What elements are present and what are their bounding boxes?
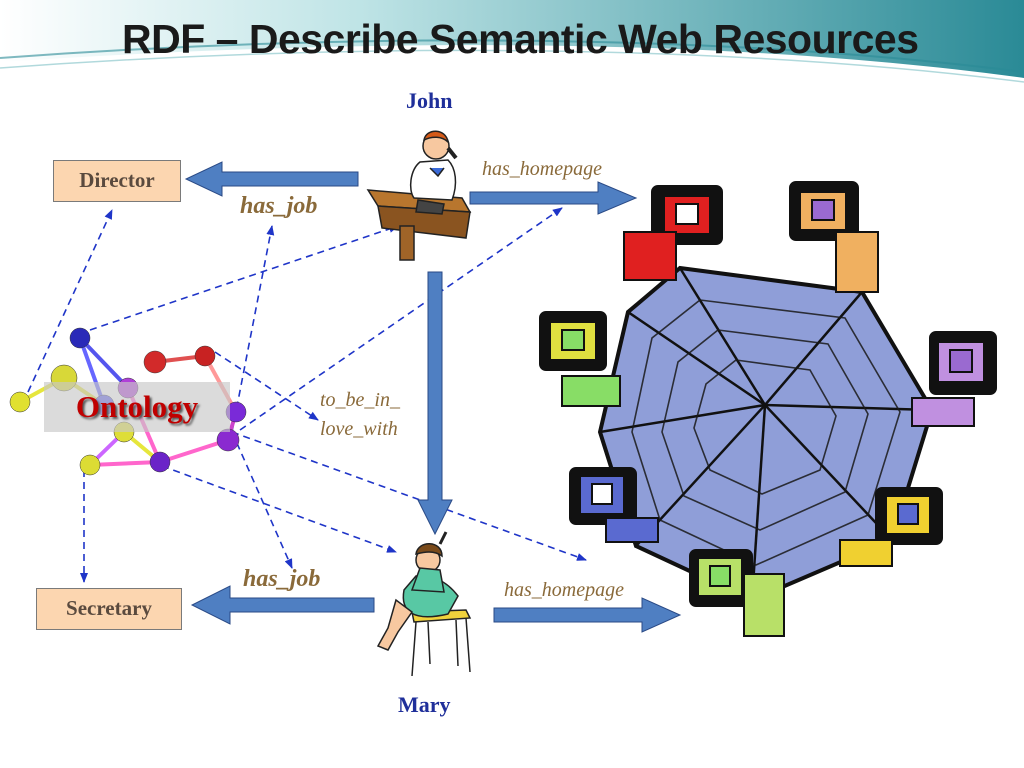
slide-title: RDF – Describe Semantic Web Resources: [122, 16, 919, 62]
secretary-box: Secretary: [36, 588, 182, 630]
computer-yellow-right: [839, 487, 943, 567]
block-arrows: [184, 161, 682, 633]
arrow-mary-homepage: [493, 597, 682, 633]
link-onto-hashomepage: [231, 431, 587, 561]
arrow-john-homepage: [469, 181, 638, 215]
dashed-links: [27, 207, 587, 583]
arrow-john-director: [184, 161, 359, 197]
mary-label: Mary: [398, 692, 451, 717]
computer-blue: [569, 467, 659, 543]
onto-node: [69, 327, 91, 349]
link-onto-love: [214, 351, 319, 421]
onto-node: [216, 428, 240, 452]
onto-node: [149, 451, 171, 473]
computer-yellow-left: [539, 311, 621, 407]
edge-john-has-homepage: has_homepage: [482, 158, 602, 180]
link-onto-john: [89, 225, 399, 331]
mary-illustration: [376, 531, 472, 677]
computer-purple: [911, 331, 997, 427]
john-label: John: [406, 88, 453, 113]
edge-mary-has-job: has_job: [243, 566, 321, 592]
link-onto-hasjob-top: [231, 225, 275, 433]
onto-node: [194, 345, 216, 367]
link-onto-web: [239, 207, 563, 431]
edge-love-line1: to_be_in_: [320, 389, 400, 411]
john-illustration: [366, 130, 472, 261]
onto-node: [143, 350, 167, 374]
computer-green: [689, 549, 785, 637]
link-onto-hasjob-bottom: [231, 431, 293, 569]
arrow-mary-secretary: [190, 585, 375, 625]
computer-red: [623, 185, 723, 281]
director-box: Director: [53, 160, 181, 202]
edge-mary-has-homepage: has_homepage: [504, 579, 624, 601]
link-onto-mary: [161, 465, 397, 553]
arrow-john-mary: [417, 271, 453, 536]
computer-web: [539, 181, 997, 637]
onto-node: [9, 391, 31, 413]
ontology-label: Ontology: [44, 382, 230, 432]
edge-love-line2: love_with: [320, 418, 398, 440]
link-onto-director: [27, 209, 113, 393]
computer-orange: [789, 181, 879, 293]
edge-john-has-job: has_job: [240, 193, 318, 219]
header-banner: [0, 0, 1024, 83]
onto-node: [79, 454, 101, 476]
